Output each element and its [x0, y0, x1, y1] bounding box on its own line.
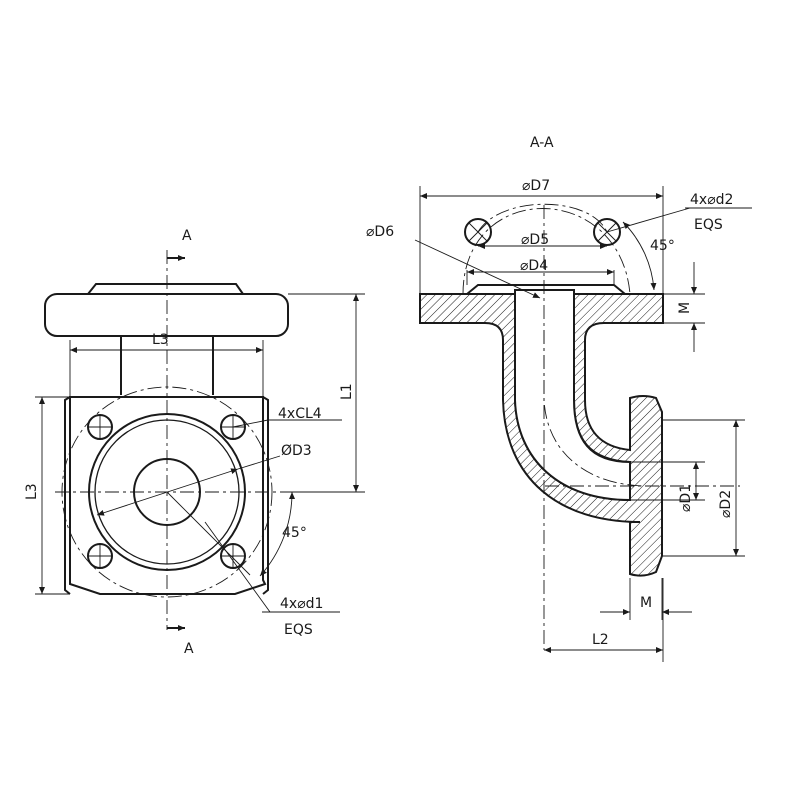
M-bottom-label: M	[640, 595, 652, 611]
L1-label: L1	[339, 383, 355, 400]
eqs-left-label: EQS	[284, 622, 313, 638]
leader-d2	[606, 207, 691, 233]
L2-label: L2	[592, 632, 609, 648]
CL4-label: 4xCL4	[278, 406, 322, 422]
leader-D3	[237, 455, 281, 470]
D6-label: ⌀D6	[366, 224, 394, 240]
L3-top-label: L3	[152, 332, 169, 348]
eqs-right-label: EQS	[694, 217, 723, 233]
section-bolt-right	[593, 218, 621, 246]
cut-label-top: A	[182, 228, 192, 244]
square-flange-chamfer-left	[64, 396, 71, 595]
d1-label: 4x⌀d1	[280, 596, 323, 612]
top-flange-side	[44, 293, 289, 337]
top-raised-face	[466, 284, 626, 295]
cut-label-bottom: A	[184, 641, 194, 657]
D2-label: ⌀D2	[718, 490, 734, 518]
bend-centerline	[543, 330, 649, 487]
leader-CL4	[232, 419, 269, 428]
L3-left-label: L3	[24, 483, 40, 500]
bolt-arc-inner	[477, 203, 608, 233]
section-title: A-A	[530, 135, 554, 151]
angle-ray	[166, 491, 251, 576]
bolt-arc	[462, 208, 631, 295]
angle-arc-right	[622, 221, 657, 291]
angle-arc-left	[259, 491, 296, 577]
D3-label: ØD3	[281, 443, 312, 459]
top-flange-boss	[87, 283, 244, 295]
D1-label: ⌀D1	[678, 484, 694, 512]
section-view: A-A ⌀D7 4x⌀d2 EQS ⌀D6 ⌀D5	[366, 135, 752, 662]
angle-right-label: 45°	[650, 238, 675, 254]
D4-label: ⌀D4	[520, 258, 548, 274]
D7-label: ⌀D7	[522, 178, 550, 194]
M-top-label: M	[677, 302, 693, 314]
D5-label: ⌀D5	[521, 232, 549, 248]
angle-left-label: 45°	[282, 525, 307, 541]
square-flange	[69, 396, 267, 595]
d2-label: 4x⌀d2	[690, 192, 733, 208]
leader-d1	[204, 521, 271, 613]
front-view: A A L3 L3 L1 4xCL4 ØD3 45° 4x⌀d1	[24, 228, 365, 657]
